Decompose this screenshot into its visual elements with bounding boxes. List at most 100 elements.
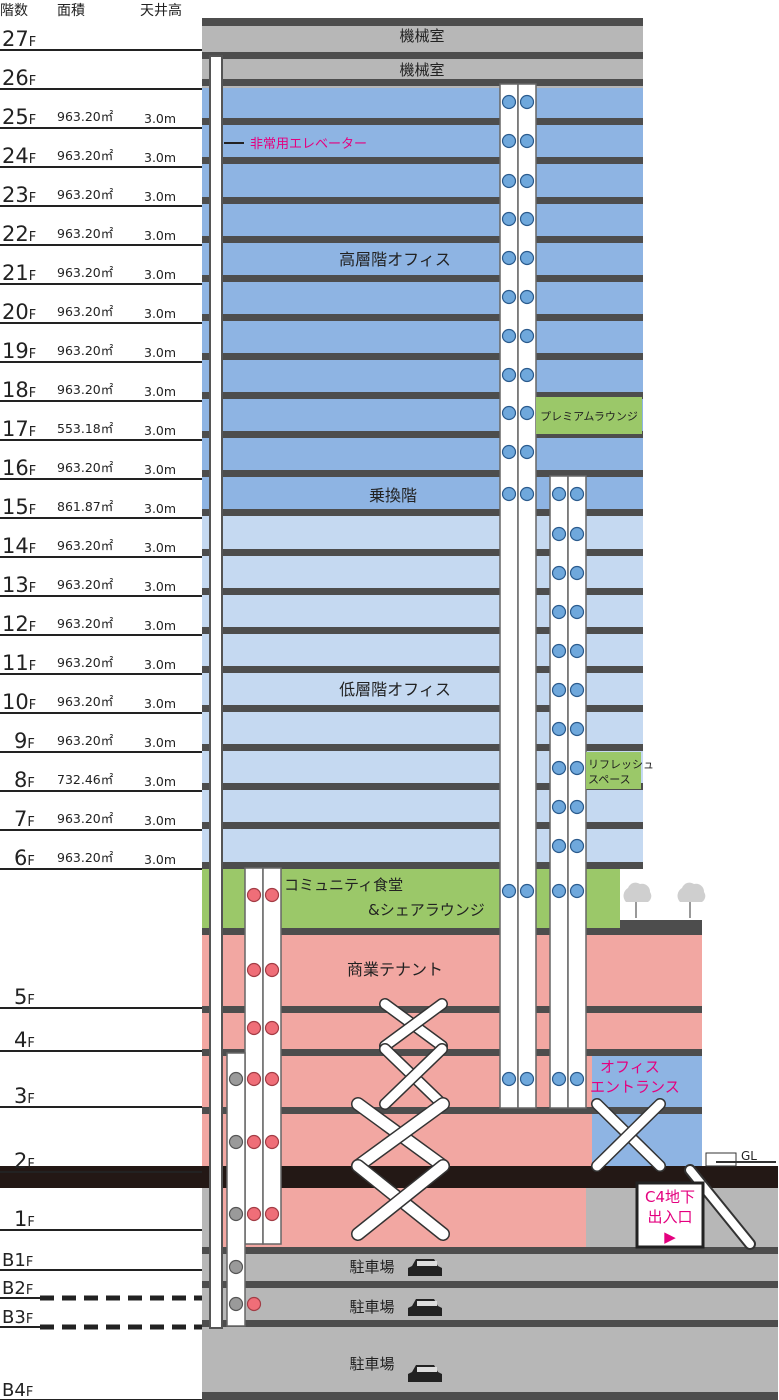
floor-number: B4 xyxy=(2,1380,26,1400)
elevator-car-icon xyxy=(246,962,262,978)
floor-number: 24 xyxy=(2,144,29,168)
floor-slab xyxy=(202,627,643,634)
floor-suffix: F xyxy=(29,503,36,518)
floor-number: 17 xyxy=(2,417,29,441)
elevator-car-icon xyxy=(551,682,567,698)
escalator-body xyxy=(352,1098,449,1172)
machine-room-label-27: 機械室 xyxy=(399,27,444,45)
ceiling-height-value: 3.0m xyxy=(144,189,176,204)
floor-slab xyxy=(202,1006,702,1013)
floor-suffix: F xyxy=(29,308,36,323)
floor-number: 27 xyxy=(2,27,29,51)
floor-slab xyxy=(202,236,643,243)
floor-slab xyxy=(202,1107,702,1114)
premium-lounge-label: プレミアムラウンジ xyxy=(540,410,638,423)
elevator-car-icon xyxy=(501,133,517,149)
floor-number-label: 3F xyxy=(14,1084,35,1108)
parking-elevator-shaft xyxy=(226,1052,246,1327)
floor-slab xyxy=(202,1049,702,1056)
area-column-header: 面積 xyxy=(57,3,85,19)
floor-suffix: F xyxy=(29,425,36,440)
floor-suffix: F xyxy=(29,542,36,557)
floor-area-value: 963.20㎡ xyxy=(57,226,114,241)
elevator-car-icon xyxy=(519,289,535,305)
elevator-car-icon xyxy=(264,1206,280,1222)
floor-number: 12 xyxy=(2,612,29,636)
floor-number: 16 xyxy=(2,456,29,480)
escalator-3f-2f xyxy=(379,1043,448,1110)
tree-icon xyxy=(623,882,652,902)
elevator-car-icon xyxy=(551,565,567,581)
premium-lounge-box xyxy=(536,397,642,434)
c4-exit-arrow-icon: ▶ xyxy=(664,1228,676,1246)
floor-slab xyxy=(202,666,643,673)
community-label: &シェアラウンジ xyxy=(368,901,485,919)
floor-slab xyxy=(202,157,643,164)
high-elevator-shaft-a xyxy=(499,83,519,1109)
floor-number-label: 12F xyxy=(2,612,36,636)
tree-icon xyxy=(677,882,706,902)
low-office-label: 低層階オフィス xyxy=(339,680,451,699)
elevator-car-icon xyxy=(501,486,517,502)
floor-number: 9 xyxy=(14,729,27,753)
floor-column-header: 階数 xyxy=(0,3,28,19)
elevator-car-icon xyxy=(228,1259,244,1275)
floor-number: B1 xyxy=(2,1250,26,1271)
floor-area-value: 963.20㎡ xyxy=(57,460,114,475)
floor-slab xyxy=(202,18,643,26)
floor-number-label: 13F xyxy=(2,573,36,597)
floor-suffix: F xyxy=(26,1255,33,1270)
elevator-car-icon xyxy=(551,838,567,854)
floor-area-value: 963.20㎡ xyxy=(57,148,114,163)
floor-suffix: F xyxy=(26,1312,33,1327)
floor-number-label: 27F xyxy=(2,27,36,51)
floor-slab xyxy=(202,431,643,438)
floor-number: 22 xyxy=(2,222,29,246)
floor-number-label: 7F xyxy=(14,807,35,831)
elevator-car-icon xyxy=(264,887,280,903)
floor-suffix: F xyxy=(29,698,36,713)
elevator-car-icon xyxy=(551,721,567,737)
parking-label-b4: 駐車場 xyxy=(349,1355,394,1373)
floor-slab xyxy=(202,197,643,204)
floor-number-label: 23F xyxy=(2,183,36,207)
car-window xyxy=(417,1261,437,1266)
elevator-car-icon xyxy=(246,1206,262,1222)
floor-suffix: F xyxy=(29,659,36,674)
floor-area-value: 963.20㎡ xyxy=(57,343,114,358)
ceiling-height-value: 3.0m xyxy=(144,228,176,243)
ceiling-height-value: 3.0m xyxy=(144,813,176,828)
floor-number-label: 1F xyxy=(14,1207,35,1231)
elevator-car-icon xyxy=(551,1071,567,1087)
floor-slab xyxy=(202,783,643,790)
car-window xyxy=(417,1367,437,1372)
floor-number-label: 19F xyxy=(2,339,36,363)
floor-suffix: F xyxy=(27,815,34,830)
elevator-car-icon xyxy=(519,250,535,266)
elevator-car-icon xyxy=(569,760,585,776)
floor-area-value: 963.20㎡ xyxy=(57,850,114,865)
elevator-car-icon xyxy=(569,643,585,659)
floor-suffix: F xyxy=(27,1157,34,1172)
elevator-car-icon xyxy=(501,328,517,344)
elevator-car-icon xyxy=(551,526,567,542)
floor-slab xyxy=(202,862,643,869)
floor-number: 2 xyxy=(14,1149,27,1173)
floor-suffix: F xyxy=(29,230,36,245)
ceiling-height-value: 3.0m xyxy=(144,423,176,438)
c4-exit-box xyxy=(635,1181,705,1249)
floor-number: 4 xyxy=(14,1028,27,1052)
ceiling-height-value: 3.0m xyxy=(144,540,176,555)
floor-area-value: 963.20㎡ xyxy=(57,655,114,670)
floor-number-label: 22F xyxy=(2,222,36,246)
elevator-car-icon xyxy=(519,211,535,227)
refresh-space-label: リフレッシュ xyxy=(588,758,654,771)
floor-slab xyxy=(202,79,643,86)
floor-number: 7 xyxy=(14,807,27,831)
elevator-car-icon xyxy=(519,1071,535,1087)
ceiling-height-value: 3.0m xyxy=(144,657,176,672)
floor-number: 1 xyxy=(14,1207,27,1231)
car-icon xyxy=(408,1259,442,1276)
elevator-car-icon xyxy=(501,250,517,266)
retail-label: 商業テナント xyxy=(347,960,443,979)
